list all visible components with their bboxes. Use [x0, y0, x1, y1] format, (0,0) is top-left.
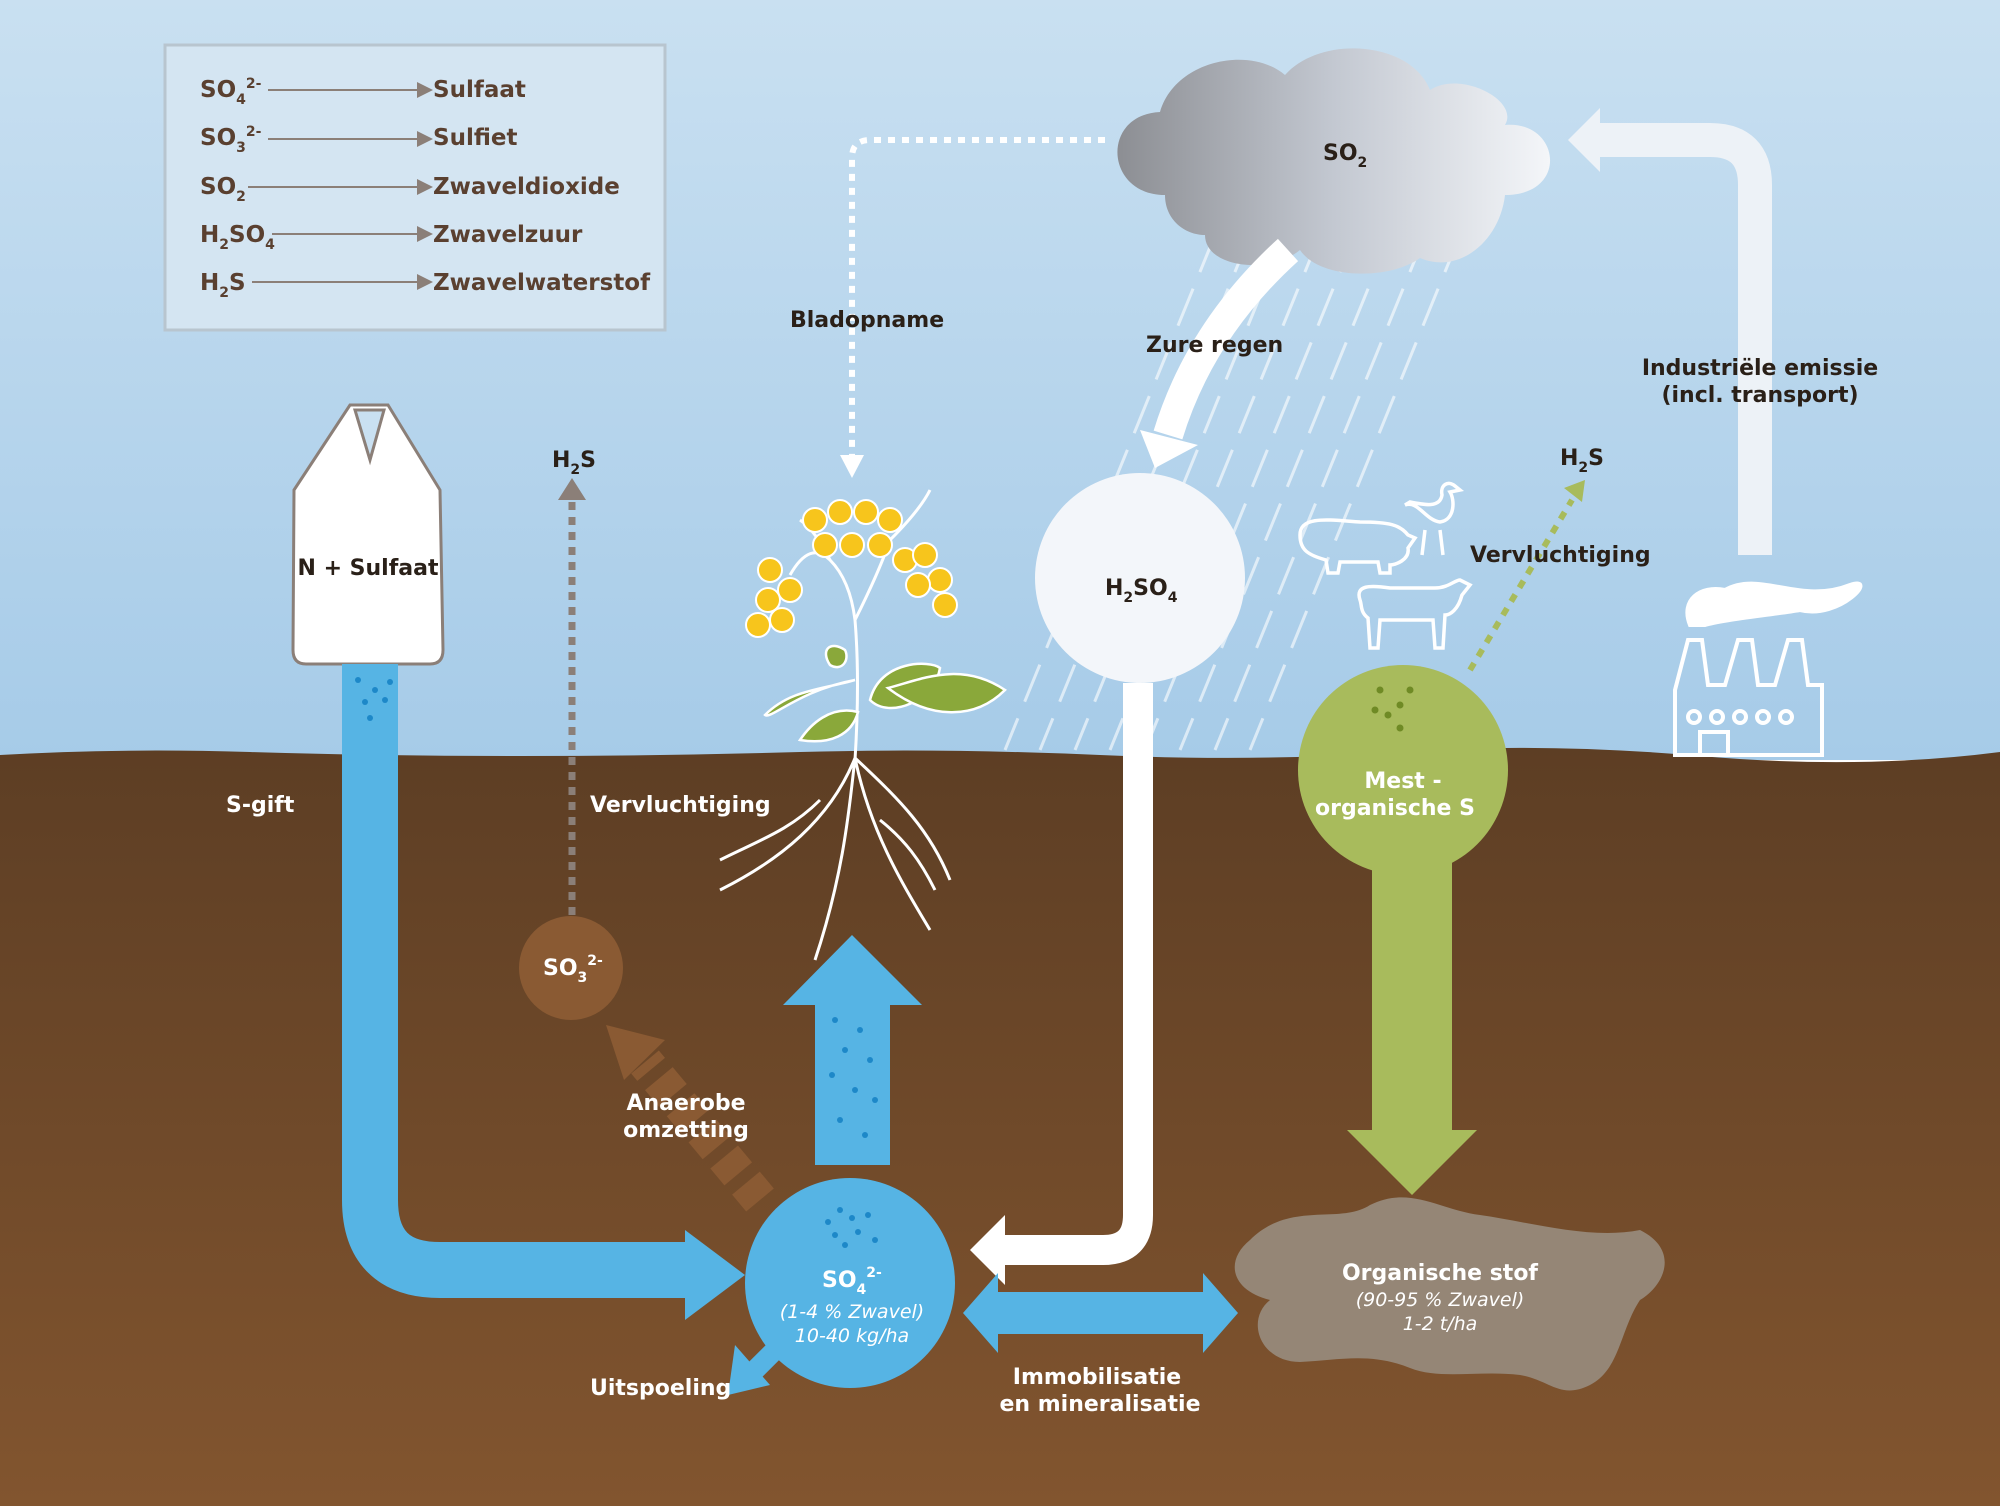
immob-label-line2: en mineralisatie: [1000, 1392, 1201, 1417]
cow-icon: [1357, 578, 1473, 650]
manure-node: Mest - organische S: [1298, 665, 1508, 875]
legend-row-zwaveldioxide: SO2 Zwaveldioxide: [200, 174, 620, 205]
svg-text:H2SO4: H2SO4: [1105, 576, 1178, 606]
legend-row-zwavelwaterstof: H2S Zwavelwaterstof: [200, 270, 651, 301]
industrie-label-line1: Industriële emissie: [1642, 356, 1878, 381]
svg-text:SO2: SO2: [200, 174, 246, 205]
cloud-icon: SO2: [1117, 48, 1551, 274]
vervluchtiging-left-label: Vervluchtiging: [590, 793, 771, 818]
svg-text:SO42-: SO42-: [822, 1265, 882, 1298]
svg-text:SO2: SO2: [1323, 141, 1367, 171]
industrial-emission-arrow: [1568, 108, 1772, 555]
h2so4-pipe: [970, 683, 1153, 1285]
anaerobe-label-line1: Anaerobe: [626, 1091, 745, 1116]
manure-arrow: [1347, 860, 1477, 1195]
uitspoeling-label: Uitspoeling: [590, 1376, 731, 1401]
organic-matter-blob: Organische stof (90-95 % Zwavel) 1-2 t/h…: [1234, 1197, 1665, 1391]
sulfite-node: SO32-: [519, 916, 623, 1020]
zure-regen-label: Zure regen: [1146, 333, 1283, 358]
legend-name: Sulfaat: [433, 77, 526, 103]
h2s-right-label: H2S: [1560, 446, 1604, 476]
sulfate-node: SO42- (1-4 % Zwavel) 10-40 kg/ha: [745, 1178, 955, 1388]
h2so4-node: H2SO4: [1035, 473, 1245, 683]
legend: SO42- Sulfaat SO32- Sulfiet SO2 Zwaveldi…: [163, 43, 667, 332]
svg-text:Mest -: Mest -: [1364, 769, 1441, 794]
uptake-arrow: [783, 935, 922, 1165]
zure-regen-arrow: [1140, 238, 1299, 468]
s-gift-pipe: [342, 664, 745, 1320]
h2s-right-arrow: [1467, 480, 1585, 672]
svg-text:H2S: H2S: [200, 270, 246, 301]
svg-text:10-40 kg/ha: 10-40 kg/ha: [795, 1325, 909, 1347]
factory-icon: [1673, 581, 1863, 757]
s-gift-dots: [355, 677, 393, 721]
legend-row-zwavelzuur: H2SO4 Zwavelzuur: [200, 222, 583, 253]
svg-text:organische S: organische S: [1315, 796, 1475, 821]
bladopname-arrow: [840, 137, 1105, 478]
immobilisatie-arrow: [963, 1273, 1238, 1353]
immob-label-line1: Immobilisatie: [1013, 1365, 1181, 1390]
fertilizer-bag-icon: N + Sulfaat: [291, 403, 445, 666]
pig-icon: [1298, 518, 1418, 575]
bladopname-label: Bladopname: [790, 308, 944, 333]
svg-text:(1-4 % Zwavel): (1-4 % Zwavel): [780, 1301, 924, 1323]
legend-name: Sulfiet: [433, 125, 517, 151]
plant-icon: [719, 489, 1007, 961]
svg-text:SO32-: SO32-: [543, 953, 603, 986]
svg-text:SO42-: SO42-: [200, 76, 262, 108]
svg-text:(90-95 % Zwavel): (90-95 % Zwavel): [1356, 1289, 1525, 1311]
svg-text:N + Sulfaat: N + Sulfaat: [298, 556, 439, 581]
legend-name: Zwavelwaterstof: [433, 270, 651, 296]
svg-text:Organische stof: Organische stof: [1342, 1261, 1538, 1286]
legend-row-sulfiet: SO32- Sulfiet: [200, 124, 517, 156]
anaerobe-label-line2: omzetting: [623, 1118, 749, 1143]
h2s-left-label: H2S: [552, 448, 596, 478]
vervluchtiging-right-label: Vervluchtiging: [1470, 543, 1651, 568]
svg-text:1-2 t/ha: 1-2 t/ha: [1403, 1313, 1478, 1335]
anaerobe-arrow: [606, 1025, 774, 1212]
legend-row-sulfaat: SO42- Sulfaat: [200, 76, 526, 108]
svg-text:SO32-: SO32-: [200, 124, 262, 156]
legend-name: Zwaveldioxide: [433, 174, 620, 200]
h2s-left-arrow: [558, 478, 586, 915]
s-gift-label: S-gift: [226, 793, 295, 818]
legend-name: Zwavelzuur: [433, 222, 583, 248]
industrie-label-line2: (incl. transport): [1661, 383, 1858, 408]
chicken-icon: [1404, 481, 1465, 556]
svg-text:H2SO4: H2SO4: [200, 222, 275, 253]
